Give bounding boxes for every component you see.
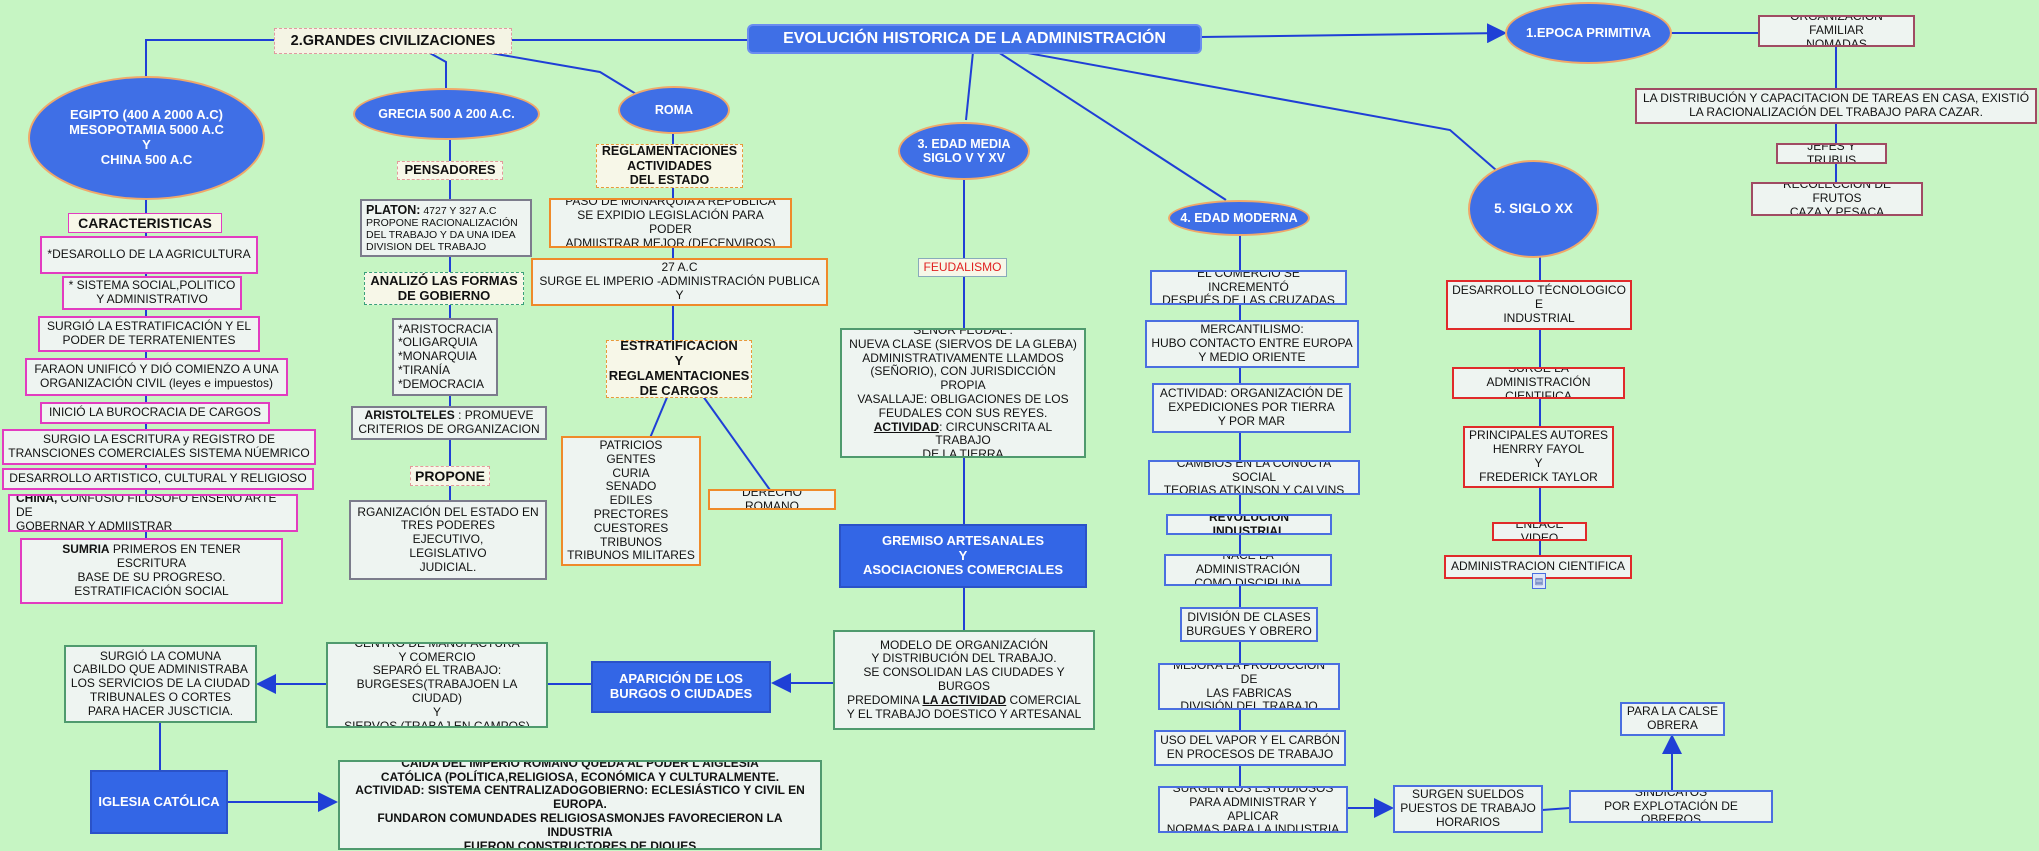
platon-bold: PLATON: [366, 202, 421, 217]
s3-node[interactable]: PRINCIPALES AUTORES HENRRY FAYOL Y FREDE… [1463, 426, 1614, 488]
senor-feudal-node[interactable]: SEÑOR FEUDAL : NUEVA CLASE (SIERVOS DE L… [840, 328, 1086, 458]
c6-node[interactable]: SURGIO LA ESCRITURA y REGISTRO DE TRANSC… [2, 429, 316, 465]
modelo-text2: COMERCIAL Y EL TRABAJO DOESTICO Y ARTESA… [846, 692, 1082, 721]
c8-bold: CHINA, [16, 494, 58, 506]
m10-node[interactable]: SURGEN LOS ESTUDIOSOS PARA ADMINISTRAR Y… [1158, 786, 1348, 833]
estratificacion-node[interactable]: ESTRATIFICACIÓN Y REGLAMENTACIONES DE CA… [606, 340, 752, 398]
c8-text: CONFUSIO FILOSOFO ENSEÑÓ ARTE DE GOBERNA… [16, 494, 277, 532]
c1-node[interactable]: *DESAROLLO DE LA AGRICULTURA [40, 236, 258, 274]
aristoteles-text: : PROMUEVE CRITERIOS DE ORGANIZACION [358, 408, 540, 436]
platon-text: 4727 Y 327 A.C PROPONE RACIONALIZACIÓN D… [366, 204, 518, 254]
modelo-text: MODELO DE ORGANIZACIÓN Y DISTRIBUCIÓN DE… [847, 637, 1065, 707]
centro-node[interactable]: CENTRO DE MANUFACTURA Y COMERCIO SEPARÓ … [326, 642, 548, 728]
c4-node[interactable]: FARAON UNIFICÓ Y DIÓ COMIENZO A UNA ORGA… [25, 358, 288, 396]
senor-bold: ACTIVIDAD [873, 419, 940, 434]
line-sueldos-sindicatos [1541, 807, 1571, 811]
line-estr-patricios [649, 394, 669, 439]
grecia-node[interactable]: GRECIA 500 A 200 A.C. [353, 88, 540, 140]
c7-node[interactable]: DESARROLLO ARTISTICO, CULTURAL Y RELIGIO… [2, 468, 314, 490]
line-grandes-egipto [145, 39, 275, 78]
burgos-node[interactable]: APARICIÓN DE LOS BURGOS O CIUDADES [591, 661, 771, 713]
analizo-node[interactable]: ANALIZÓ LAS FORMAS DE GOBIERNO [364, 272, 524, 305]
c9-node[interactable]: SUMRIA PRIMEROS EN TENER ESCRITURA BASE … [20, 538, 283, 604]
paso-node[interactable]: PASO DE MONARQUIA A REPUBLICA SE EXPIDIO… [549, 198, 792, 248]
platon-node[interactable]: PLATON: 4727 Y 327 A.C PROPONE RACIONALI… [360, 199, 532, 257]
c8-node[interactable]: CHINA, CONFUSIO FILOSOFO ENSEÑÓ ARTE DE … [8, 494, 298, 532]
epoca-primitiva-node[interactable]: 1.EPOCA PRIMITIVA [1505, 2, 1672, 64]
m1-node[interactable]: EL COMERCIO SE INCREMENTÓ DESPUÉS DE LAS… [1150, 270, 1347, 305]
siglo-xx-node[interactable]: 5. SIGLO XX [1468, 160, 1599, 258]
line-grandes-roma [484, 51, 647, 101]
line-main-media [965, 51, 974, 121]
m3-node[interactable]: ACTIVIDAD: ORGANIZACIÓN DE EXPEDICIONES … [1152, 383, 1351, 433]
c2-node[interactable]: * SISTEMA SOCIAL,POLITICO Y ADMINISTRATI… [62, 276, 242, 310]
enlace-video-link[interactable]: ENLACE VIDEO [1492, 522, 1587, 541]
jefes-node[interactable]: JEFES Y TRUBUS [1776, 143, 1887, 164]
gremios-node[interactable]: GREMISO ARTESANALES Y ASOCIACIONES COMER… [839, 524, 1087, 588]
edad-media-node[interactable]: 3. EDAD MEDIA SIGLO V Y XV [898, 122, 1030, 180]
m4-node[interactable]: CAMBIOS EN LA CONUCTA SOCIAL TEORIAS ATK… [1148, 460, 1360, 495]
sindicatos-node[interactable]: SINDICATOS POR EXPLOTACIÓN DE OBREROS [1569, 790, 1773, 823]
m5-node[interactable]: REVOLUCIÓN INDUSTRIAL [1166, 514, 1332, 535]
m9-node[interactable]: USO DEL VAPOR Y EL CARBÓN EN PROCESOS DE… [1154, 730, 1346, 766]
line-main-moderna [997, 51, 1227, 201]
line-main-primitiva [1199, 23, 1507, 44]
rganizacion-node[interactable]: RGANIZACIÓN DEL ESTADO EN TRES PODERES E… [349, 500, 547, 580]
propone-label: PROPONE [410, 466, 490, 486]
feudalismo-label: FEUDALISMO [918, 258, 1007, 277]
imperio-node[interactable]: 27 A.C SURGE EL IMPERIO -ADMINISTRACIÓN … [531, 258, 828, 306]
m7-node[interactable]: DIVISIÓN DE CLASES BURGUES Y OBRERO [1180, 607, 1318, 642]
recoleccion-node[interactable]: RECOLECCION DE FRUTOS CAZA Y PESACA [1751, 182, 1923, 216]
distribucion-node[interactable]: LA DISTRIBUCIÓN Y CAPACITACION DE TAREAS… [1635, 88, 2037, 124]
roma-node[interactable]: ROMA [618, 86, 730, 134]
caida-node[interactable]: CAIDA DEL IMPERIO ROMANO QUEDA AL PODER … [338, 760, 822, 850]
derecho-node[interactable]: DERECHO ROMANO [708, 489, 836, 510]
c9-text: PRIMEROS EN TENER ESCRITURA BASE DE SU P… [74, 542, 241, 598]
modelo-bold: LA ACTIVIDAD [922, 692, 1007, 707]
c5-node[interactable]: INICIÓ LA BUROCRACIA DE CARGOS [40, 402, 270, 424]
reglamentaciones-node[interactable]: REGLAMENTACIONES ACTIVIDADES DEL ESTADO [596, 144, 743, 188]
line-estr-derecho [699, 391, 771, 491]
m6-node[interactable]: NACE LA ADMINISTRACIÓN COMO DISCIPLINA [1164, 554, 1332, 586]
c9-bold: SUMRIA [62, 542, 110, 557]
main-title-node[interactable]: EVOLUCIÓN HISTORICA DE LA ADMINISTRACIÓN [747, 24, 1202, 54]
caracteristicas-label: CARACTERISTICAS [68, 213, 222, 233]
senor-text2: : CIRCUNSCRITA AL TRABAJO DE LA TIERRA [922, 419, 1053, 458]
pensadores-label: PENSADORES [397, 161, 503, 180]
grandes-civilizaciones-node[interactable]: 2.GRANDES CIVILIZACIONES [274, 28, 512, 54]
s1-node[interactable]: DESARROLLO TÉCNOLOGICO E INDUSTRIAL [1446, 280, 1632, 330]
formas-node[interactable]: *ARISTOCRACIA *OLIGARQUIA *MONARQUIA *TI… [392, 318, 498, 396]
m2-node[interactable]: MERCANTILISMO: HUBO CONTACTO ENTRE EUROP… [1145, 320, 1359, 368]
s2-node[interactable]: SURGE LA ADMINISTRACIÓN CIENTIFICA [1452, 367, 1625, 399]
calse-obrera-node[interactable]: PARA LA CALSE OBRERA [1620, 702, 1725, 736]
org-familiar-node[interactable]: ORGANIZACIÓN FAMILIAR NOMADAS [1758, 15, 1915, 47]
comuna-node[interactable]: SURGIÓ LA COMUNA CABILDO QUE ADMINISTRAB… [64, 645, 257, 723]
document-icon[interactable]: ▤ [1532, 573, 1546, 589]
iglesia-node[interactable]: IGLESIA CATÓLICA [90, 770, 228, 834]
line-grandes-grecia [427, 51, 447, 88]
egipto-node[interactable]: EGIPTO (400 A 2000 A.C) MESOPOTAMIA 5000… [28, 76, 265, 200]
senor-text: SEÑOR FEUDAL : NUEVA CLASE (SIERVOS DE L… [849, 328, 1077, 420]
m8-node[interactable]: MEJORA LA PRODUCCIÓN DE LAS FABRICAS DIV… [1158, 663, 1340, 710]
aristoteles-bold: ARISTOLTELES [364, 408, 455, 423]
s5-node[interactable]: ADMINISTRACION CIENTIFICA [1444, 555, 1632, 579]
aristoteles-node[interactable]: ARISTOLTELES : PROMUEVE CRITERIOS DE ORG… [351, 406, 547, 440]
line-main-siglo [999, 47, 1497, 171]
patricios-node[interactable]: PATRICIOS GENTES CURIA SENADO EDILES PRE… [561, 436, 701, 566]
modelo-node[interactable]: MODELO DE ORGANIZACIÓN Y DISTRIBUCIÓN DE… [833, 630, 1095, 730]
sueldos-node[interactable]: SURGEN SUELDOS PUESTOS DE TRABAJO HORARI… [1393, 785, 1543, 833]
c3-node[interactable]: SURGIÓ LA ESTRATIFICACIÓN Y EL PODER DE … [38, 316, 260, 352]
edad-moderna-node[interactable]: 4. EDAD MODERNA [1168, 200, 1310, 236]
